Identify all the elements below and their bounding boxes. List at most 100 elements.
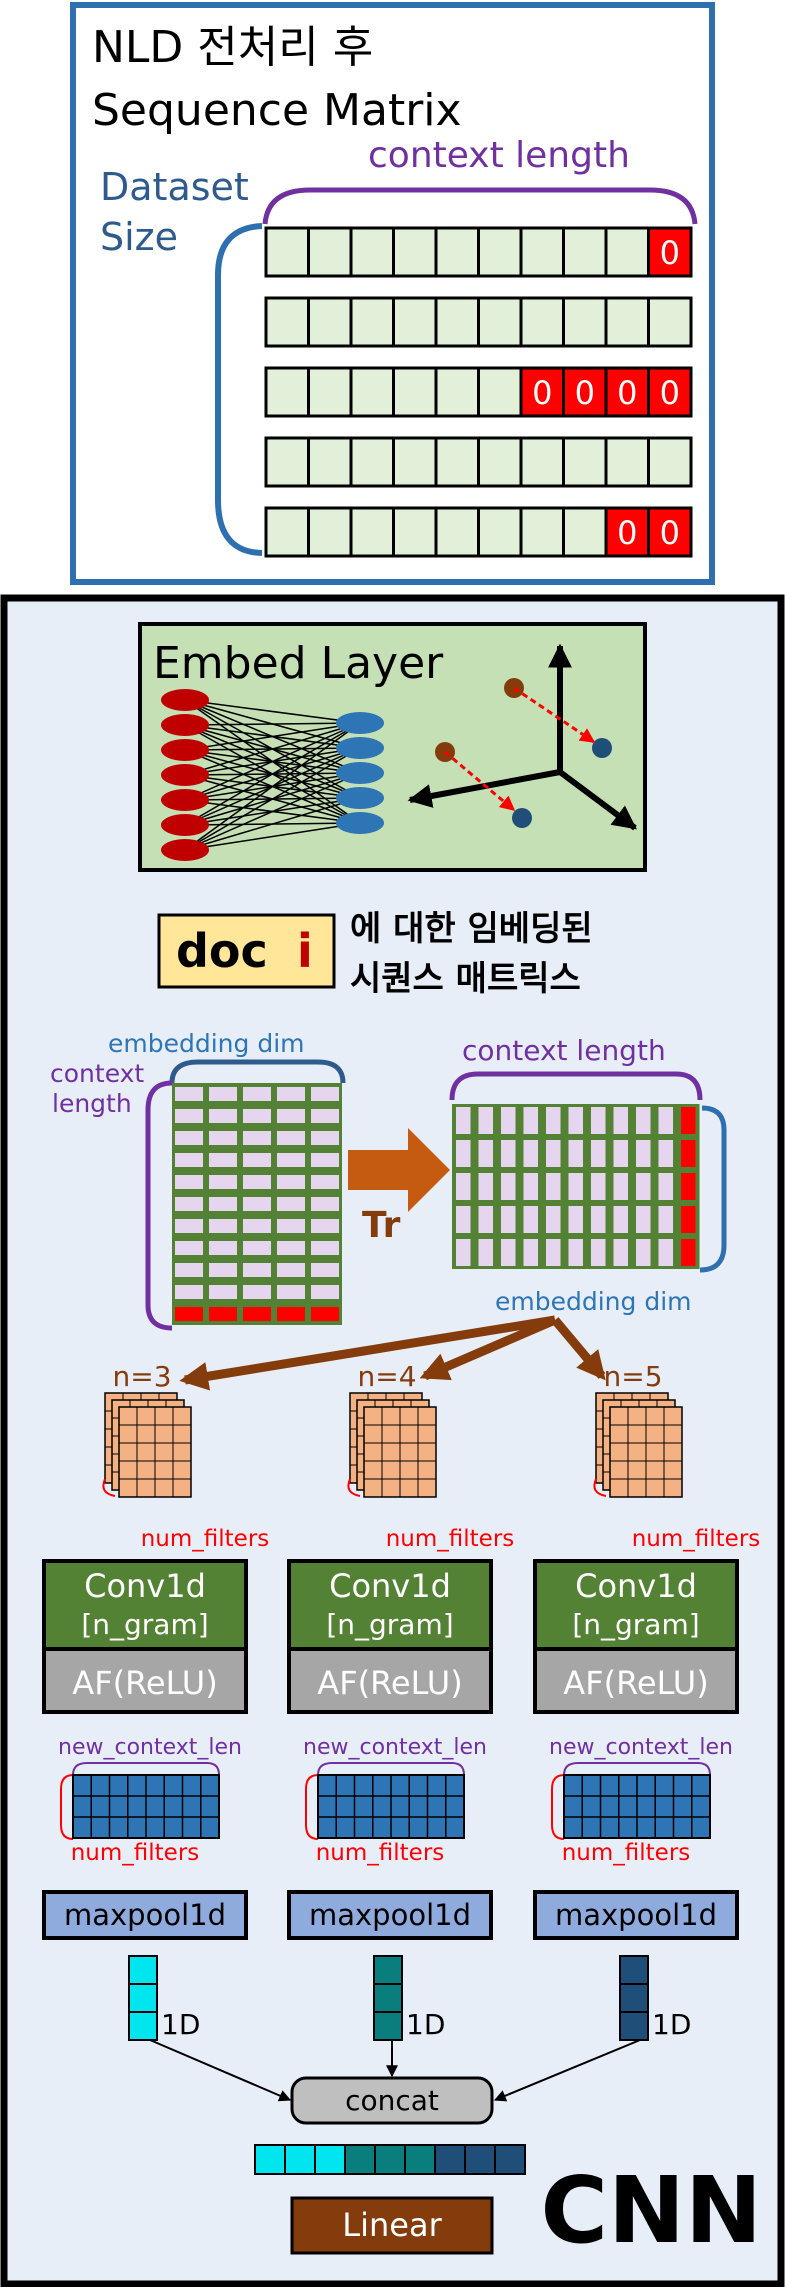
embedding-cell xyxy=(456,1140,471,1167)
embed-layer-title: Embed Layer xyxy=(153,638,444,689)
embedding-cell xyxy=(209,1197,237,1211)
token-cell xyxy=(434,296,480,348)
embedding-cell xyxy=(277,1175,305,1189)
input-node xyxy=(161,789,209,811)
embedding-cell xyxy=(209,1175,237,1189)
doc-index: i xyxy=(297,924,313,978)
ngram-label: n=5 xyxy=(603,1360,662,1393)
padding-embedding-cell xyxy=(681,1206,696,1233)
embedding-cell xyxy=(546,1107,561,1134)
token-cell xyxy=(434,366,480,418)
num-filters-label: num_filters xyxy=(386,1526,515,1552)
activation-label: AF(ReLU) xyxy=(72,1664,217,1702)
cnn-label: CNN xyxy=(540,2157,762,2264)
embedding-cell xyxy=(658,1107,673,1134)
embedding-cell xyxy=(546,1140,561,1167)
token-cell xyxy=(264,296,310,348)
num-filters-label: num_filters xyxy=(632,1526,761,1552)
embedding-cell xyxy=(658,1173,673,1200)
embedding-cell xyxy=(311,1285,339,1299)
embedding-cell xyxy=(311,1219,339,1233)
token-cell xyxy=(647,296,693,348)
context-length-label-left-1: context xyxy=(50,1059,144,1088)
token-cell xyxy=(349,226,395,278)
maxpool-label: maxpool1d xyxy=(555,1898,717,1932)
embedding-cell xyxy=(501,1239,516,1266)
input-node xyxy=(161,764,209,786)
token-cell xyxy=(562,506,608,558)
embedding-cell xyxy=(456,1239,471,1266)
padding-embedding-cell xyxy=(277,1307,305,1321)
concat-cell xyxy=(374,2144,406,2175)
token-cell xyxy=(477,436,523,488)
padding-embedding-cell xyxy=(209,1307,237,1321)
embedding-cell xyxy=(209,1131,237,1145)
activation-label: AF(ReLU) xyxy=(317,1664,462,1702)
token-cell xyxy=(647,436,693,488)
num-filters-label: num_filters xyxy=(562,1840,691,1866)
maxpool-label: maxpool1d xyxy=(64,1898,226,1932)
padding-embedding-cell xyxy=(681,1239,696,1266)
vector-dim-label: 1D xyxy=(652,2008,691,2041)
activation-label: AF(ReLU) xyxy=(563,1664,708,1702)
token-cell xyxy=(264,226,310,278)
padding-cell xyxy=(647,506,693,558)
embedding-cell xyxy=(478,1239,493,1266)
padding-cell xyxy=(604,506,650,558)
token-cell xyxy=(307,296,353,348)
embedding-cell xyxy=(523,1173,538,1200)
embedding-cell xyxy=(478,1107,493,1134)
doc-text: doc xyxy=(176,924,268,978)
feature-map xyxy=(72,1774,220,1839)
embedding-node xyxy=(336,787,384,809)
sequence-matrix-panel: NLD 전처리 후 Sequence Matrix context length… xyxy=(70,2,715,585)
padding-zero: 0 xyxy=(532,374,552,412)
concat-cell xyxy=(254,2144,286,2175)
embedding-cell xyxy=(209,1219,237,1233)
embedding-cell xyxy=(501,1206,516,1233)
padding-zero: 0 xyxy=(617,374,637,412)
context-length-label-left-2: length xyxy=(52,1089,132,1118)
dataset-label-line2: Size xyxy=(100,215,178,259)
token-cell xyxy=(562,226,608,278)
activation-box xyxy=(287,1647,493,1714)
embedding-cell xyxy=(501,1107,516,1134)
token-cell xyxy=(477,296,523,348)
embedding-cell xyxy=(277,1109,305,1123)
padding-zero: 0 xyxy=(575,374,595,412)
activation-box xyxy=(533,1647,739,1714)
embedding-cell xyxy=(175,1241,203,1255)
embedding-cell xyxy=(456,1173,471,1200)
token-cell xyxy=(392,436,438,488)
token-cell xyxy=(477,226,523,278)
embedding-cell xyxy=(277,1087,305,1101)
token-cell xyxy=(604,436,650,488)
embedding-cell xyxy=(591,1173,606,1200)
num-filters-label: num_filters xyxy=(71,1840,200,1866)
concat-node: concat xyxy=(149,2039,641,2125)
embedding-cell xyxy=(243,1087,271,1101)
embedding-cell xyxy=(613,1173,628,1200)
pooled-vector xyxy=(619,1955,649,2041)
token-cell xyxy=(392,506,438,558)
embedding-cell xyxy=(175,1175,203,1189)
embedding-cell xyxy=(277,1285,305,1299)
padding-zero: 0 xyxy=(660,514,680,552)
embedding-cell xyxy=(277,1241,305,1255)
neural-network-icon xyxy=(161,689,384,861)
linear-layer: Linear xyxy=(290,2196,494,2255)
padding-embedding-cell xyxy=(175,1307,203,1321)
maxpool-box xyxy=(287,1890,493,1940)
vector-space-icon xyxy=(407,643,637,831)
padding-cell xyxy=(647,226,693,278)
input-node xyxy=(161,739,209,761)
embedding-cell xyxy=(658,1140,673,1167)
cnn-branch: n=4num_filtersConv1d[n_gram]AF(ReLU)new_… xyxy=(287,1360,515,2041)
embedding-cell xyxy=(243,1285,271,1299)
feature-map xyxy=(317,1774,465,1839)
embedding-cell xyxy=(277,1153,305,1167)
cnn-panel: Embed Layer doc i 에 대한 임베딩된 시퀀스 매트릭스 xyxy=(0,594,785,2287)
token-cell xyxy=(519,296,565,348)
conv1d-box xyxy=(533,1559,739,1651)
token-cell xyxy=(307,506,353,558)
